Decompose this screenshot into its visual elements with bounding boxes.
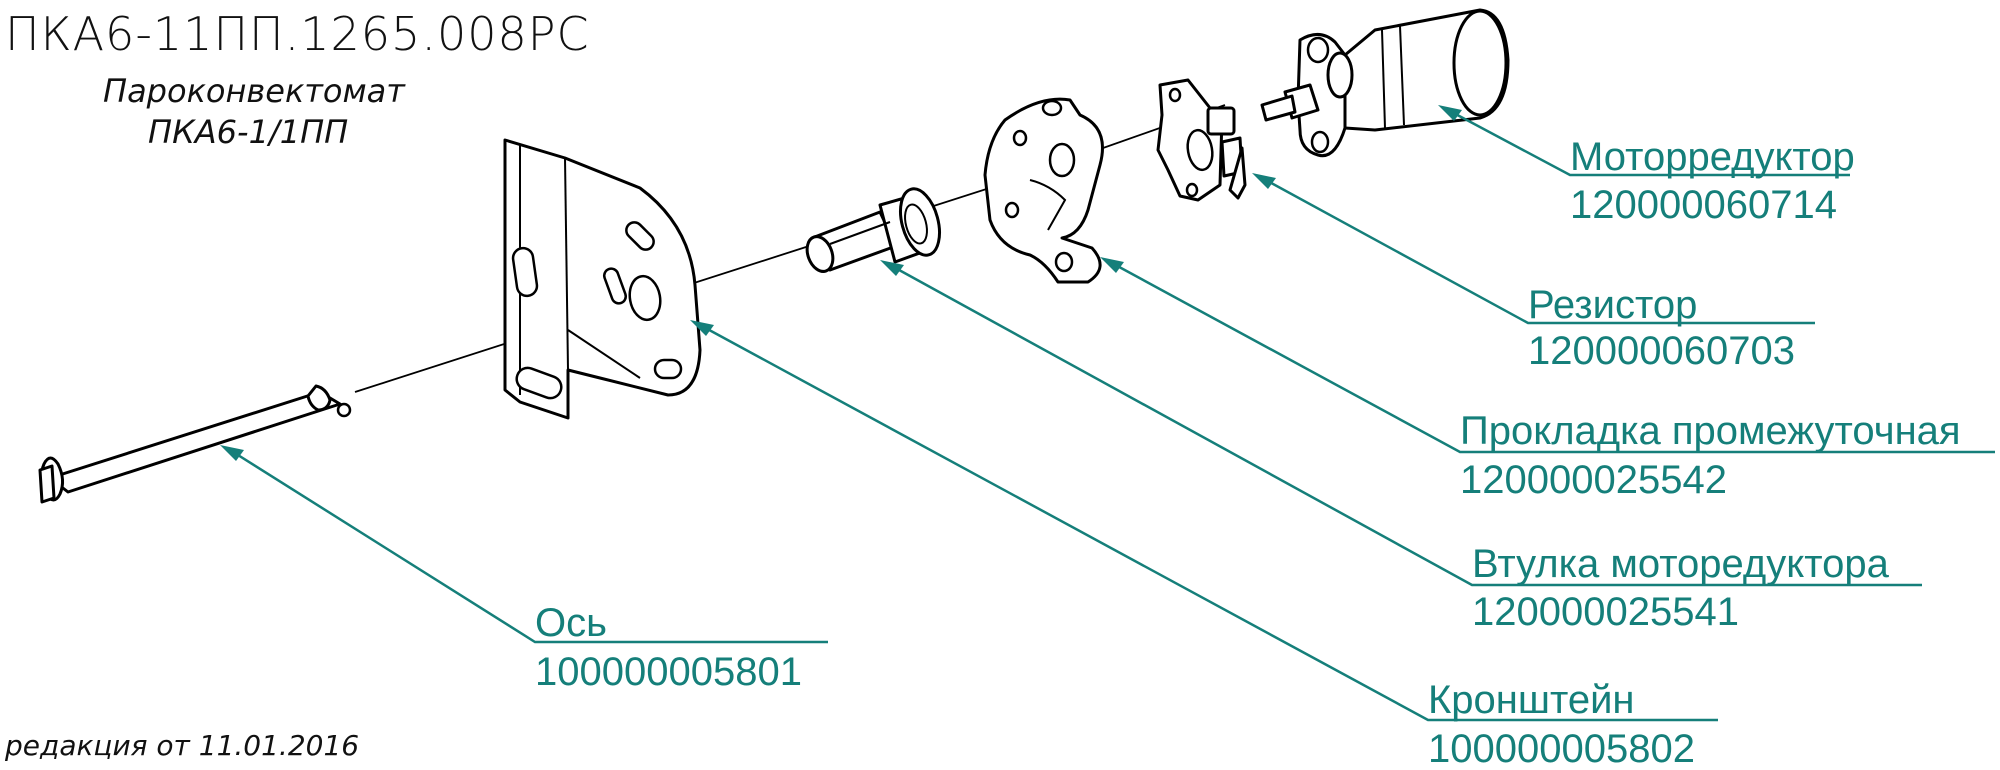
callout-gasket: Прокладка промежуточная 120000025542	[1100, 257, 1995, 502]
label-bushing-name: Втулка моторедуктора	[1472, 542, 1890, 586]
drawing-subtitle-line1: Пароконвектомат	[103, 72, 406, 110]
label-bracket-code: 100000005802	[1428, 727, 1695, 770]
resistor-part	[1156, 78, 1247, 202]
label-gasket-code: 120000025542	[1460, 458, 1727, 502]
drawing-title: ПКА6-11ПП.1265.008РС	[5, 7, 590, 61]
label-resistor-code: 120000060703	[1528, 329, 1795, 373]
revision-note: редакция от 11.01.2016	[4, 729, 359, 762]
label-resistor-name: Резистор	[1528, 283, 1697, 327]
label-motor-name: Моторредуктор	[1570, 135, 1855, 179]
callout-resistor: Резистор 120000060703	[1252, 173, 1815, 373]
label-bushing-code: 120000025541	[1472, 590, 1739, 634]
callout-bushing: Втулка моторедуктора 120000025541	[880, 260, 1922, 634]
label-axle-code: 100000005801	[535, 650, 802, 694]
drawing-subtitle-line2: ПКА6-1/1ПП	[148, 113, 348, 151]
label-motor-code: 120000060714	[1570, 183, 1837, 227]
axle-part	[38, 384, 352, 504]
label-bracket-name: Кронштейн	[1428, 678, 1635, 722]
label-gasket-name: Прокладка промежуточная	[1460, 409, 1961, 453]
callout-bracket: Кронштейн 100000005802	[690, 320, 1718, 770]
bracket-part	[503, 138, 702, 420]
motor-part	[1260, 8, 1510, 158]
callout-motor: Моторредуктор 120000060714	[1438, 105, 1855, 227]
bushing-part	[805, 187, 941, 273]
gasket-part	[983, 97, 1104, 284]
callout-axle: Ось 100000005801	[220, 445, 828, 694]
label-axle-name: Ось	[535, 601, 607, 645]
